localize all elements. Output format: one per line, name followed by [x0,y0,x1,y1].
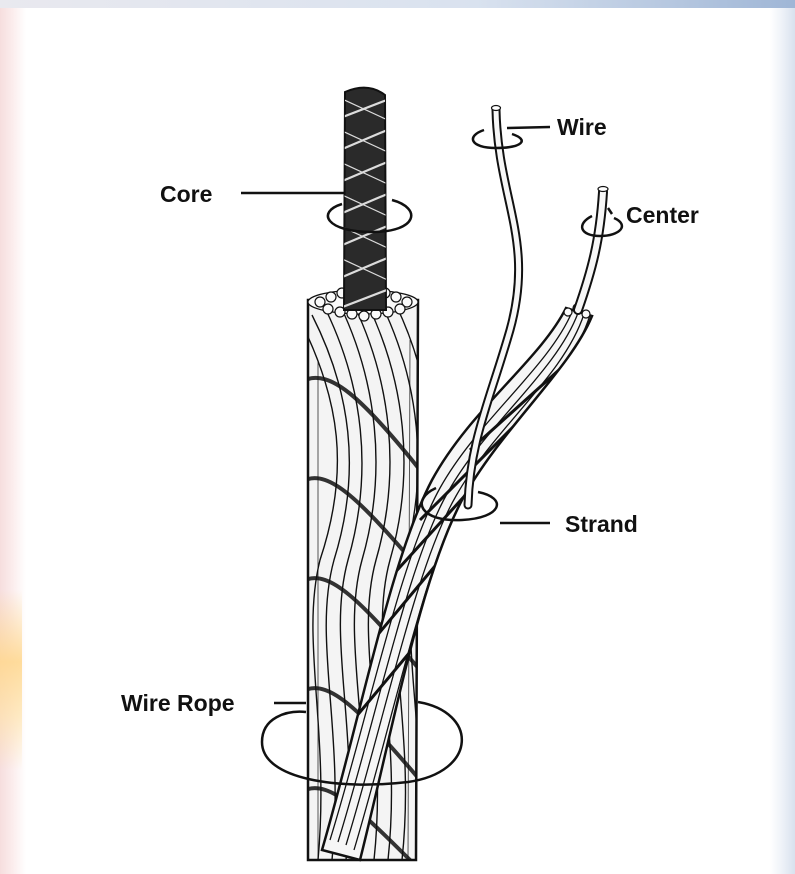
core-label: Core [160,183,212,206]
wire-label: Wire [557,116,607,139]
center-label: Center [626,204,699,227]
center-leader [608,208,612,214]
wire-rope-label: Wire Rope [121,692,235,715]
core-fiber [340,88,392,310]
wire-leader [507,127,550,128]
strand-label: Strand [565,513,638,536]
center-wire [578,187,608,311]
